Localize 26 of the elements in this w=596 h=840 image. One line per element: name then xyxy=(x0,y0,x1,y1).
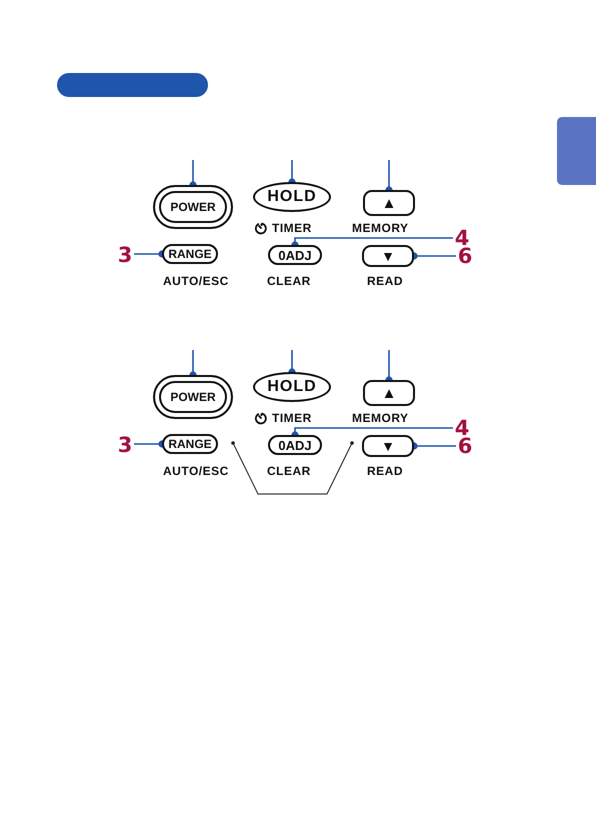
device-key: RANGE xyxy=(162,434,218,454)
callout-number: 3 xyxy=(116,243,134,267)
device-key: HOLD xyxy=(253,372,331,402)
device-key: ▲ xyxy=(363,190,415,216)
function-label: TIMER xyxy=(272,221,312,235)
device-key: ▼ xyxy=(362,435,414,457)
device-key: ▲ xyxy=(363,380,415,406)
function-label: CLEAR xyxy=(267,274,311,288)
function-label: TIMER xyxy=(272,411,312,425)
function-label: READ xyxy=(367,274,404,288)
function-label: MEMORY xyxy=(352,411,409,425)
device-key: HOLD xyxy=(253,182,331,212)
callout-number: 6 xyxy=(456,434,474,458)
callout-number: 3 xyxy=(116,433,134,457)
function-label: READ xyxy=(367,464,404,478)
device-key: RANGE xyxy=(162,244,218,264)
function-label: MEMORY xyxy=(352,221,409,235)
device-key: 0ADJ xyxy=(268,435,322,455)
device-key: POWER xyxy=(153,185,233,229)
device-key: ▼ xyxy=(362,245,414,267)
callout-number: 6 xyxy=(456,244,474,268)
function-label: AUTO/ESC xyxy=(163,274,229,288)
device-key: 0ADJ xyxy=(268,245,322,265)
device-key: POWER xyxy=(153,375,233,419)
function-label: CLEAR xyxy=(267,464,311,478)
function-label: AUTO/ESC xyxy=(163,464,229,478)
